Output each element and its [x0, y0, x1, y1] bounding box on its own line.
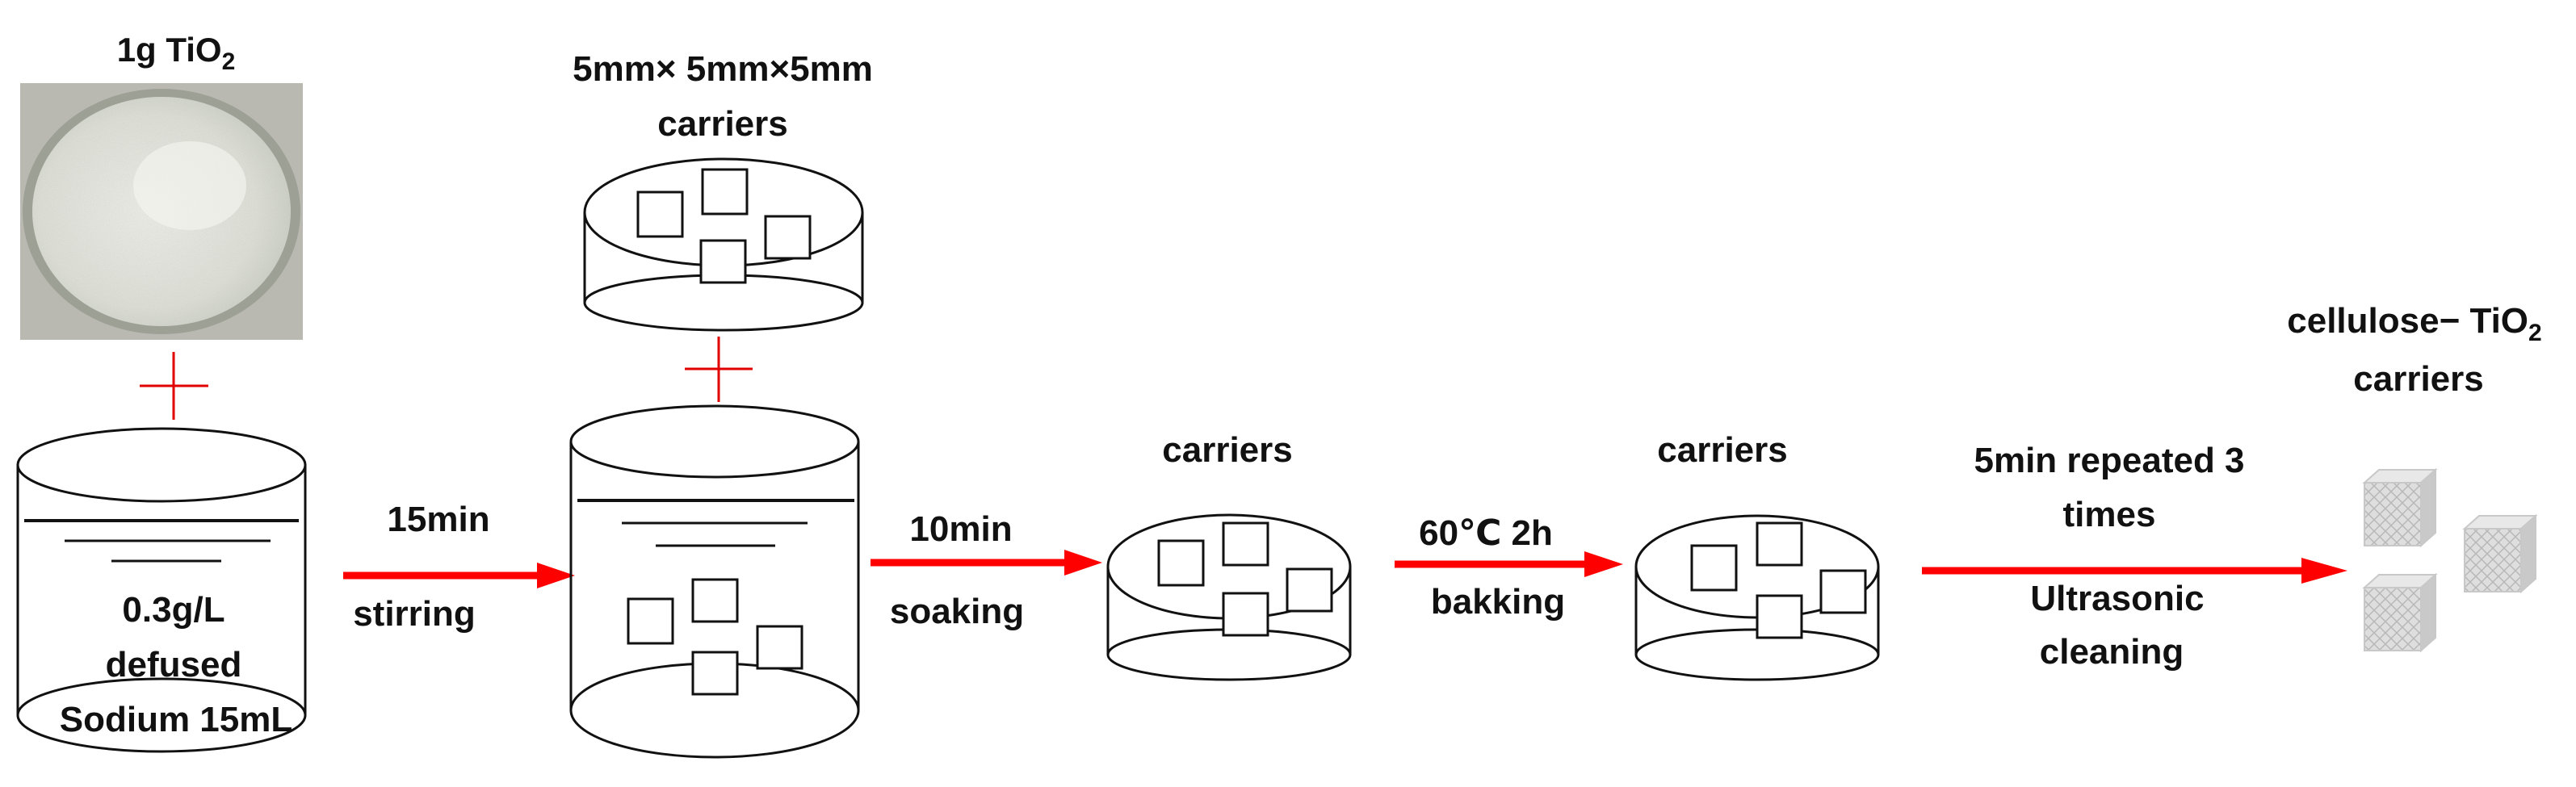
solution-beaker	[16, 427, 307, 753]
step-time-4a: 5min repeated 3	[1974, 441, 2244, 480]
product-label: cellulose− TiO2	[2287, 301, 2541, 346]
intermediate-label-2: carriers	[1657, 430, 1787, 470]
step-action-4a: Ultrasonic	[2030, 579, 2204, 618]
step-time-3: 60℃ 2h	[1419, 513, 1553, 553]
plus-icon	[140, 352, 208, 420]
step-action-2: soaking	[890, 592, 1024, 631]
arrow-stirring	[343, 563, 575, 588]
carrier-cube	[1157, 521, 1333, 637]
solution-label-1: 0.3g/L	[122, 590, 224, 630]
step-action-1: stirring	[353, 594, 476, 634]
carrier-cube	[636, 168, 812, 284]
solution-label-2: defused	[106, 645, 242, 684]
arrow-baking	[1395, 551, 1623, 577]
tio2-label: 1g TiO2	[117, 31, 236, 75]
product-label-2: carriers	[2353, 359, 2483, 399]
cube-icon	[2362, 572, 2438, 653]
cube-icon	[2362, 467, 2438, 548]
carrier-label: carriers	[657, 104, 787, 144]
step-time-1: 15min	[387, 500, 489, 539]
step-time-4b: times	[2063, 495, 2156, 534]
carrier-cube	[627, 578, 803, 696]
carrier-size-label: 5mm× 5mm×5mm	[573, 49, 873, 89]
plus-icon	[685, 337, 753, 402]
arrow-ultrasonic	[1922, 558, 2347, 584]
cube-icon	[2462, 513, 2538, 594]
carrier-cube	[1690, 521, 1867, 639]
intermediate-label-1: carriers	[1162, 430, 1292, 470]
arrow-soaking	[871, 550, 1102, 576]
tio2-powder-photo	[20, 83, 303, 340]
step-time-2: 10min	[909, 509, 1012, 549]
step-action-3: bakking	[1431, 582, 1565, 622]
step-action-4b: cleaning	[2040, 632, 2184, 672]
solution-label-3: Sodium 15mL	[60, 700, 293, 739]
stirring-beaker	[569, 404, 860, 759]
